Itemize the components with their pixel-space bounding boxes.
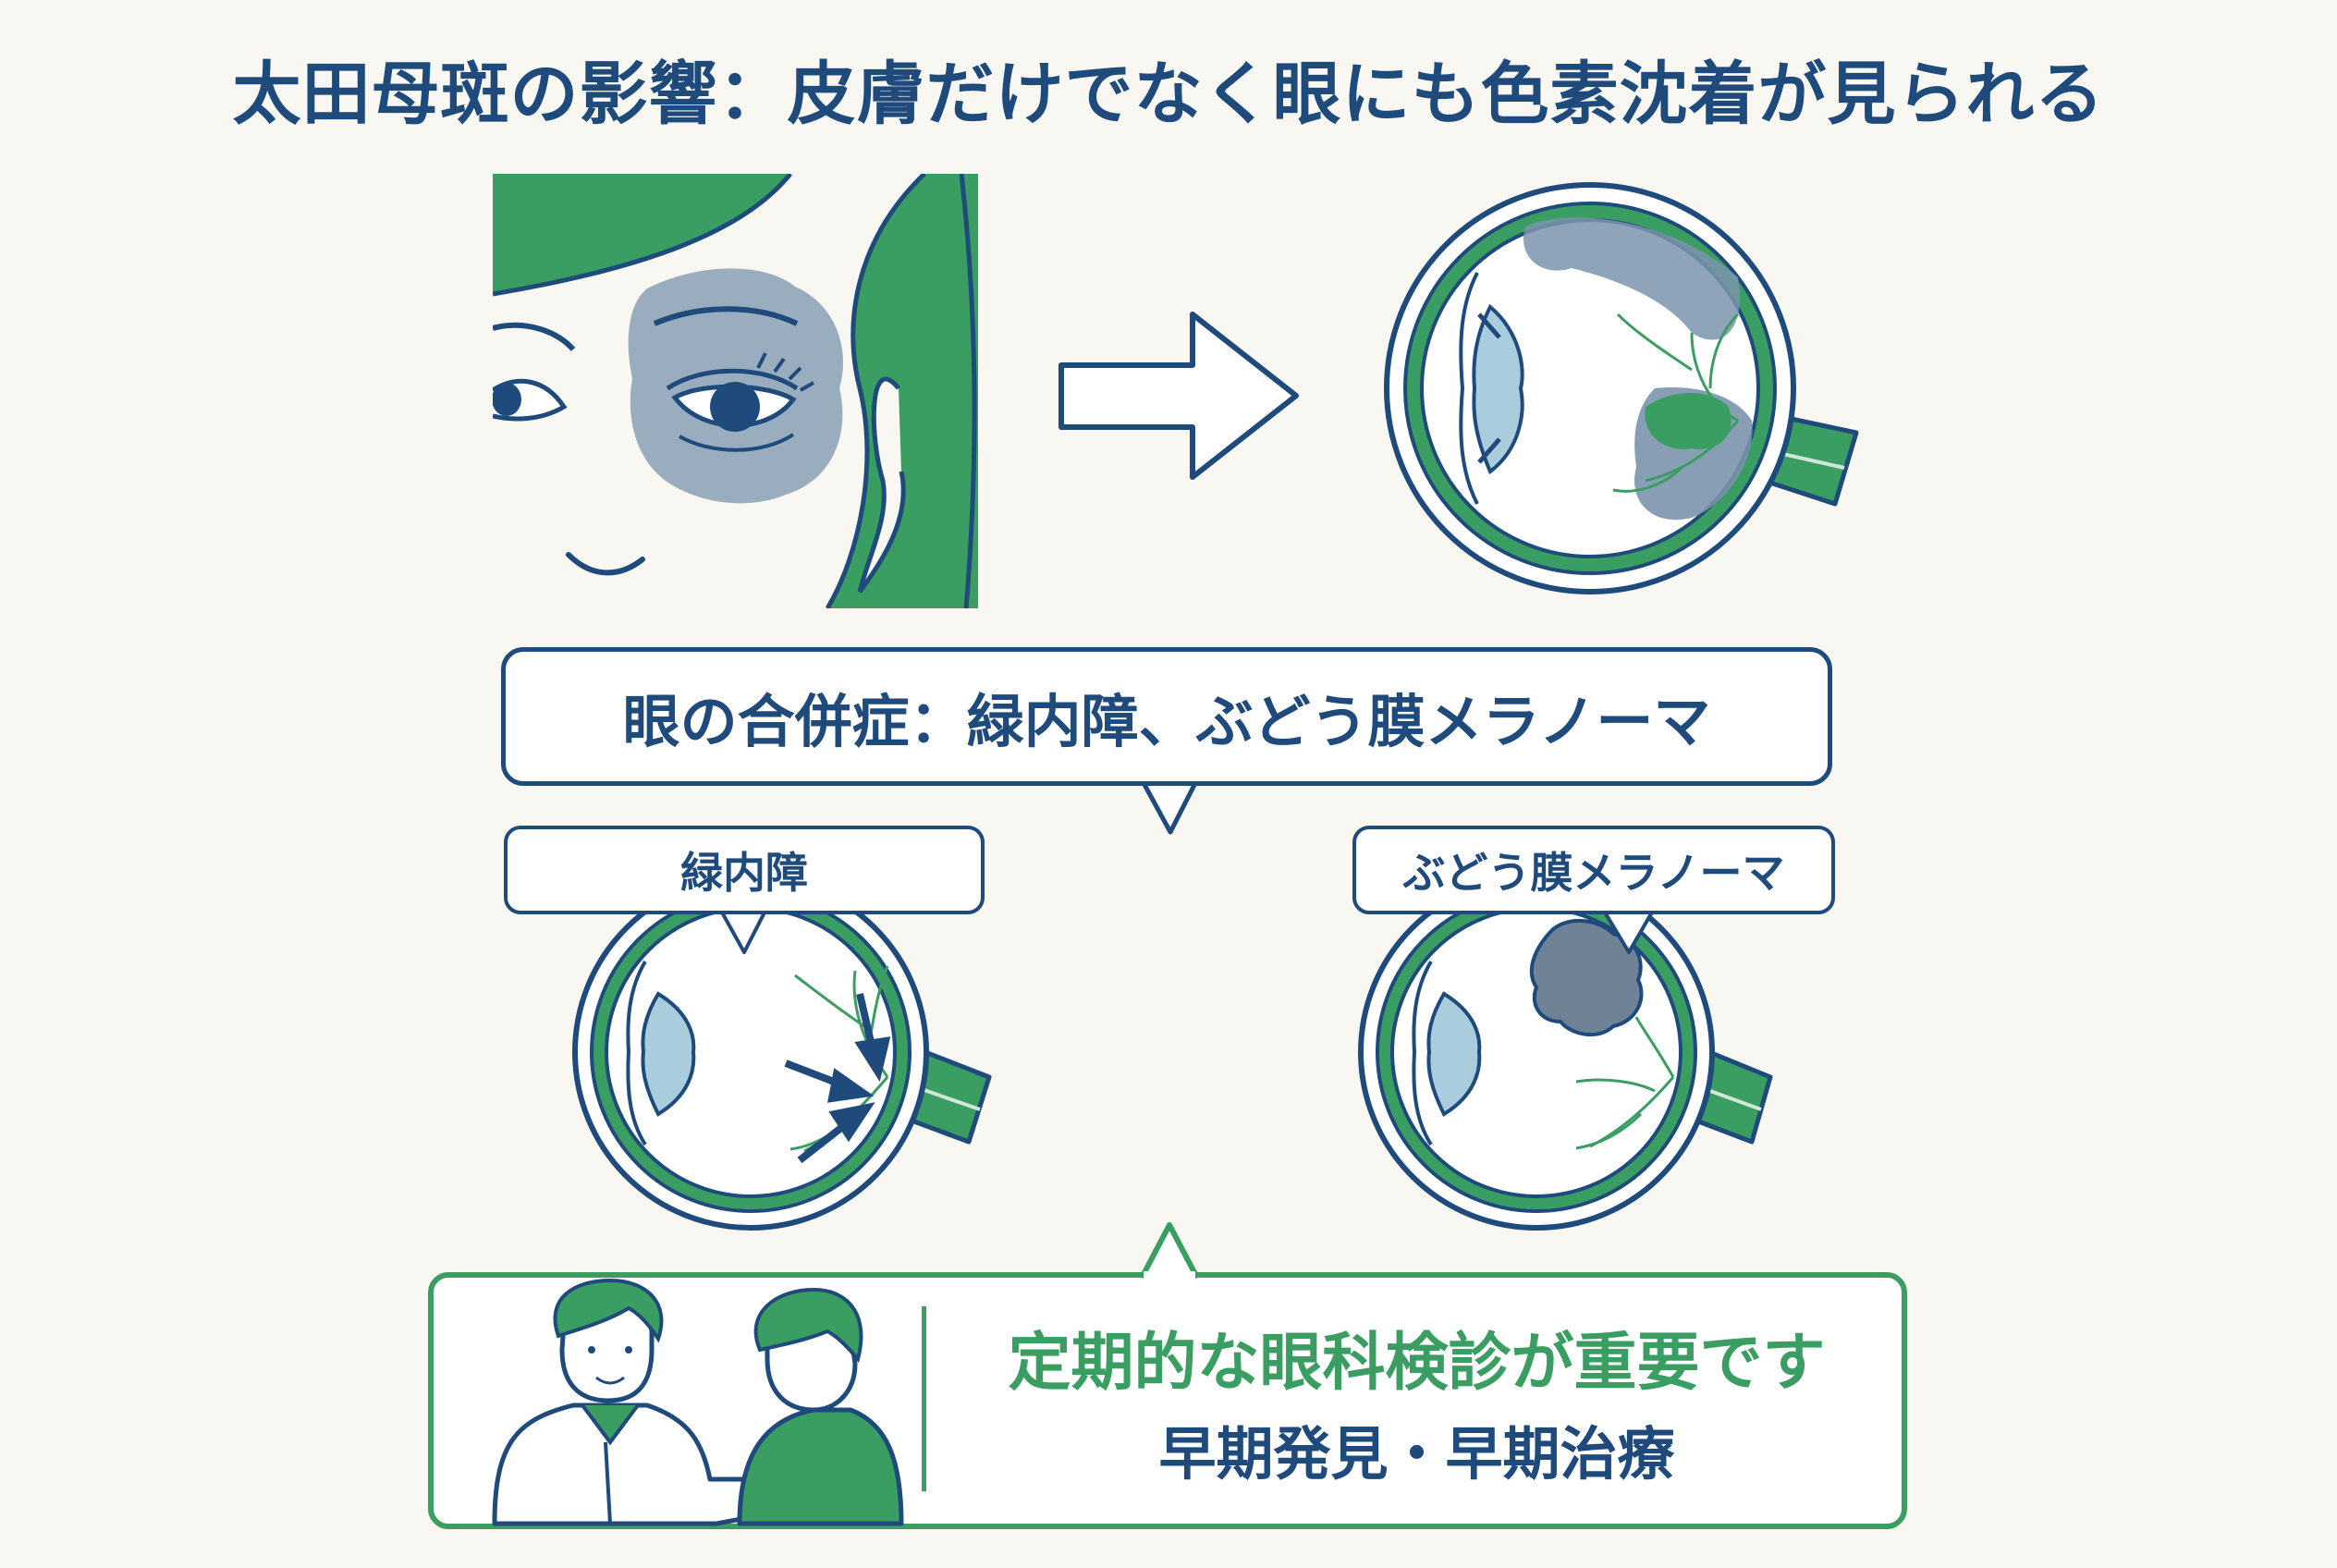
patient-illustration — [737, 1287, 904, 1526]
advice-divider — [922, 1306, 926, 1491]
face-with-nevus-illustration — [493, 174, 978, 608]
melanoma-label: ぶどう膜メラノーマ — [1352, 826, 1835, 914]
advice-main-text: 定期的な眼科検診が重要です — [1008, 1327, 1826, 1400]
advice-sub-text: 早期発見・早期治療 — [1158, 1420, 1675, 1488]
glaucoma-eye-diagram — [572, 874, 992, 1231]
melanoma-eye-diagram — [1358, 874, 1773, 1231]
advice-box-tail — [1139, 1222, 1200, 1282]
page-title: 太田母斑の影響：皮膚だけでなく眼にも色素沈着が見られる — [232, 55, 2105, 134]
right-arrow-icon — [1058, 312, 1299, 480]
pigmented-eye-diagram — [1384, 182, 1859, 594]
glaucoma-label: 緑内障 — [504, 826, 985, 914]
complications-bubble: 眼の合併症：緑内障、ぶどう膜メラノーマ — [501, 647, 1832, 786]
